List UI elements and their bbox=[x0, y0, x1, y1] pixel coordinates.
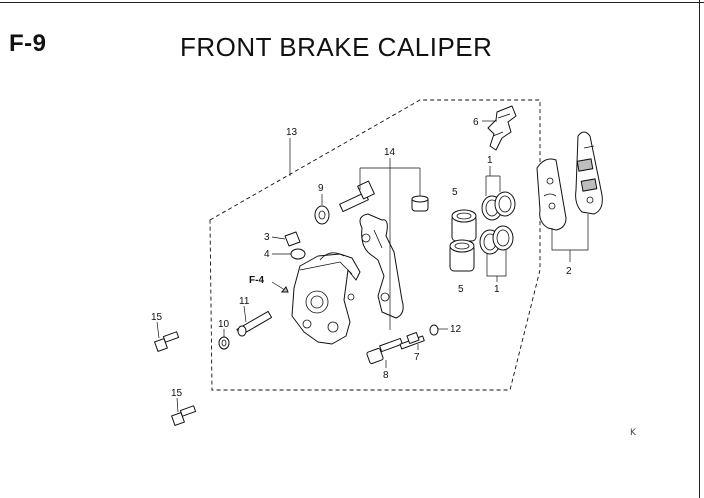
page-title: FRONT BRAKE CALIPER bbox=[180, 32, 493, 62]
callout-part-6: 6 bbox=[473, 117, 479, 128]
callout-part-3: 3 bbox=[264, 232, 270, 243]
bolt-part-7[interactable] bbox=[399, 332, 425, 350]
corner-mark: K bbox=[630, 428, 636, 438]
callout-part-7: 7 bbox=[414, 352, 420, 363]
mounting-bolt-part-15a[interactable] bbox=[154, 321, 180, 352]
callout-part-9: 9 bbox=[318, 183, 324, 194]
piston-seal-part-1b[interactable] bbox=[479, 225, 514, 255]
callout-part-5-top: 5 bbox=[452, 187, 458, 198]
f4-arrowhead bbox=[280, 286, 289, 293]
top-border-line bbox=[0, 2, 704, 3]
callout-part-1-bottom: 1 bbox=[494, 284, 500, 295]
callout-part-11: 11 bbox=[239, 296, 250, 307]
brake-pad-part-2a[interactable] bbox=[536, 158, 567, 231]
slide-pin-part-11[interactable] bbox=[236, 305, 273, 337]
callout-part-15-top: 15 bbox=[151, 312, 163, 323]
mounting-bolt-part-15b[interactable] bbox=[171, 397, 197, 426]
leader-part-2 bbox=[551, 214, 589, 262]
bleed-valve-part-3[interactable] bbox=[271, 231, 301, 247]
callout-part-13: 13 bbox=[286, 127, 298, 138]
callout-part-2: 2 bbox=[566, 266, 572, 277]
caliper-bracket-part-14[interactable] bbox=[359, 213, 404, 319]
section-code: F-9 bbox=[9, 30, 47, 57]
leader-part-1-top bbox=[485, 166, 501, 196]
callout-part-12: 12 bbox=[450, 324, 462, 335]
callout-part-15-bottom: 15 bbox=[171, 388, 183, 399]
callout-part-8: 8 bbox=[383, 370, 389, 381]
pin-boot-part-14[interactable] bbox=[411, 195, 429, 212]
piston-part-5b[interactable] bbox=[449, 239, 475, 272]
bleed-cap-part-4[interactable] bbox=[272, 248, 306, 260]
leader-part-14 bbox=[359, 158, 421, 330]
callout-part-5-bottom: 5 bbox=[458, 284, 464, 295]
slide-pin-part-14[interactable] bbox=[339, 180, 375, 213]
callout-part-10: 10 bbox=[218, 319, 230, 330]
right-border-line bbox=[699, 0, 700, 498]
caliper-body[interactable] bbox=[291, 252, 361, 345]
piston-part-5a[interactable] bbox=[451, 209, 477, 242]
pin-boot-part-10[interactable] bbox=[218, 329, 230, 350]
washer-part-12[interactable] bbox=[429, 324, 448, 336]
brake-pad-part-2b[interactable] bbox=[575, 131, 603, 215]
leader-part-1-bottom bbox=[486, 250, 507, 282]
callout-part-1-top: 1 bbox=[487, 155, 493, 166]
callout-part-4: 4 bbox=[264, 249, 270, 260]
callout-part-14: 14 bbox=[384, 147, 396, 158]
pin-bolt-part-8[interactable] bbox=[366, 337, 403, 368]
reference-label-f4: F-4 bbox=[249, 275, 264, 286]
sleeve-part-9[interactable] bbox=[314, 194, 330, 225]
piston-seal-part-1a[interactable] bbox=[481, 191, 516, 221]
assembly-outline bbox=[209, 99, 541, 391]
pad-spring-part-6[interactable] bbox=[482, 105, 517, 151]
